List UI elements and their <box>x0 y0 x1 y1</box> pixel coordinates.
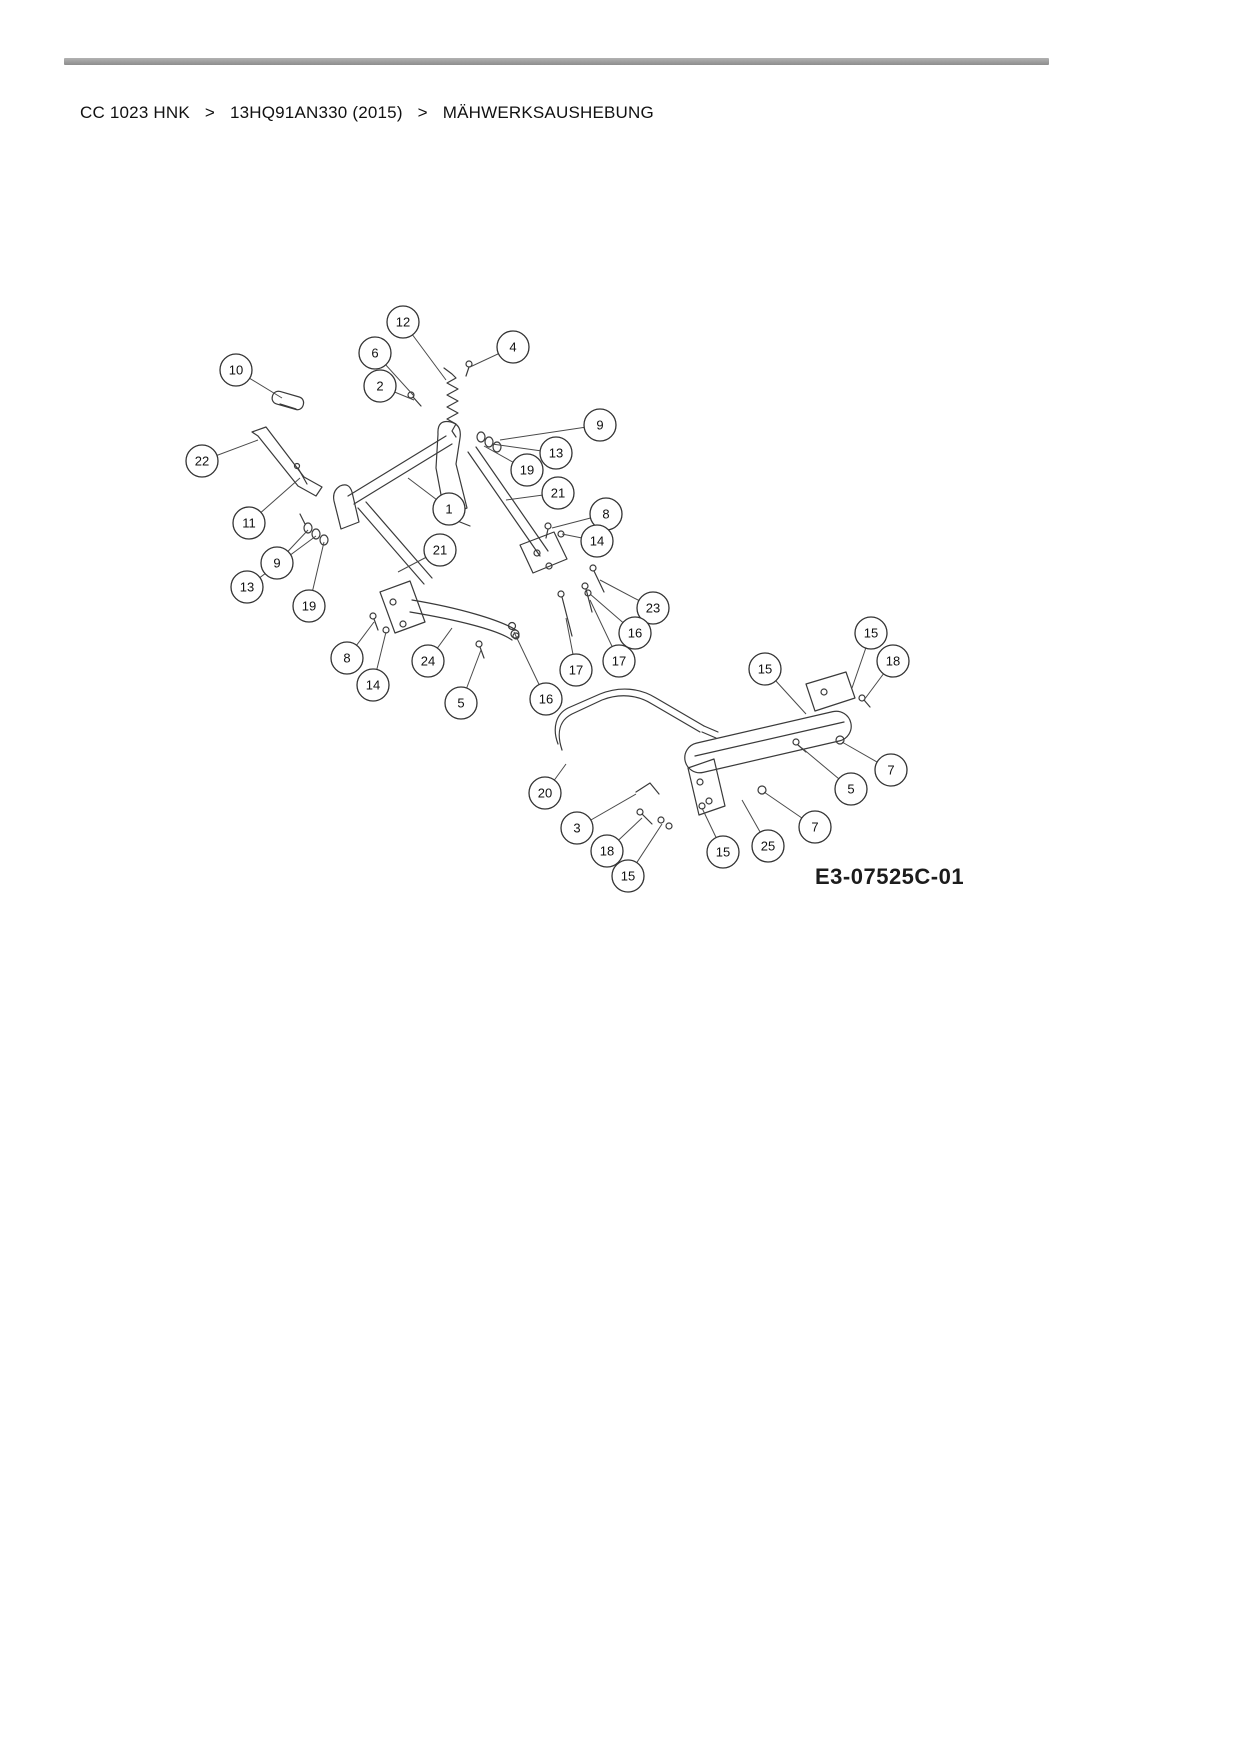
callout-21: 21 <box>541 476 575 510</box>
callout-21: 21 <box>423 533 457 567</box>
callout-14: 14 <box>356 668 390 702</box>
svg-text:7: 7 <box>811 820 818 835</box>
breadcrumb-item-variant[interactable]: 13HQ91AN330 (2015) <box>229 103 403 122</box>
svg-text:2: 2 <box>376 379 383 394</box>
callout-7: 7 <box>798 810 832 844</box>
callout-17: 17 <box>559 653 593 687</box>
callout-1: 1 <box>432 492 466 526</box>
callout-2: 2 <box>363 369 397 403</box>
leader-line-9 <box>499 424 601 441</box>
callout-14: 14 <box>580 524 614 558</box>
svg-text:19: 19 <box>302 599 316 614</box>
breadcrumb: CC 1023 HNK > 13HQ91AN330 (2015) > MÄHWE… <box>80 103 654 123</box>
callout-19: 19 <box>292 589 326 623</box>
svg-text:9: 9 <box>273 556 280 571</box>
svg-text:15: 15 <box>864 626 878 641</box>
breadcrumb-separator: > <box>204 103 215 122</box>
callout-12: 12 <box>386 305 420 339</box>
callout-22: 22 <box>185 444 219 478</box>
svg-text:4: 4 <box>509 340 516 355</box>
top-divider <box>64 58 1049 65</box>
callout-4: 4 <box>496 330 530 364</box>
callout-16: 16 <box>618 616 652 650</box>
svg-text:15: 15 <box>621 869 635 884</box>
diagram-artwork <box>251 360 871 830</box>
breadcrumb-item-model[interactable]: CC 1023 HNK <box>80 103 190 122</box>
svg-text:9: 9 <box>596 418 603 433</box>
callout-20: 20 <box>528 776 562 810</box>
callout-10: 10 <box>219 353 253 387</box>
svg-text:18: 18 <box>886 654 900 669</box>
callout-13: 13 <box>539 436 573 470</box>
svg-text:3: 3 <box>573 821 580 836</box>
callout-18: 18 <box>876 644 910 678</box>
callout-17: 17 <box>602 644 636 678</box>
svg-text:13: 13 <box>549 446 563 461</box>
callout-5: 5 <box>444 686 478 720</box>
svg-text:17: 17 <box>612 654 626 669</box>
svg-text:25: 25 <box>761 839 775 854</box>
svg-text:20: 20 <box>538 786 552 801</box>
svg-text:15: 15 <box>758 662 772 677</box>
svg-text:12: 12 <box>396 315 410 330</box>
callout-3: 3 <box>560 811 594 845</box>
callout-11: 11 <box>232 506 266 540</box>
svg-text:21: 21 <box>551 486 565 501</box>
callout-8: 8 <box>330 641 364 675</box>
callout-15: 15 <box>611 859 645 893</box>
callout-24: 24 <box>411 644 445 678</box>
svg-text:24: 24 <box>421 654 435 669</box>
svg-text:17: 17 <box>569 663 583 678</box>
callout-16: 16 <box>529 682 563 716</box>
svg-text:18: 18 <box>600 844 614 859</box>
svg-text:8: 8 <box>343 651 350 666</box>
breadcrumb-item-section: MÄHWERKSAUSHEBUNG <box>442 103 654 122</box>
callout-25: 25 <box>751 829 785 863</box>
svg-text:8: 8 <box>602 507 609 522</box>
svg-text:15: 15 <box>716 845 730 860</box>
svg-text:14: 14 <box>590 534 604 549</box>
callout-19: 19 <box>510 453 544 487</box>
svg-text:23: 23 <box>646 601 660 616</box>
svg-text:7: 7 <box>887 763 894 778</box>
svg-text:22: 22 <box>195 454 209 469</box>
callout-15: 15 <box>748 652 782 686</box>
svg-text:5: 5 <box>847 782 854 797</box>
svg-text:16: 16 <box>539 692 553 707</box>
breadcrumb-separator: > <box>417 103 428 122</box>
callout-15: 15 <box>706 835 740 869</box>
svg-text:1: 1 <box>445 502 452 517</box>
callout-5: 5 <box>834 772 868 806</box>
diagram-code-label: E3-07525C-01 <box>815 864 964 889</box>
svg-text:13: 13 <box>240 580 254 595</box>
callout-9: 9 <box>260 546 294 580</box>
svg-text:11: 11 <box>242 516 256 531</box>
callout-6: 6 <box>358 336 392 370</box>
svg-text:21: 21 <box>433 543 447 558</box>
svg-text:14: 14 <box>366 678 380 693</box>
callout-13: 13 <box>230 570 264 604</box>
callout-7: 7 <box>874 753 908 787</box>
svg-text:19: 19 <box>520 463 534 478</box>
callout-15: 15 <box>854 616 888 650</box>
svg-text:10: 10 <box>229 363 243 378</box>
svg-text:6: 6 <box>371 346 378 361</box>
callout-18: 18 <box>590 834 624 868</box>
svg-text:16: 16 <box>628 626 642 641</box>
callout-23: 23 <box>636 591 670 625</box>
callout-9: 9 <box>583 408 617 442</box>
svg-text:5: 5 <box>457 696 464 711</box>
